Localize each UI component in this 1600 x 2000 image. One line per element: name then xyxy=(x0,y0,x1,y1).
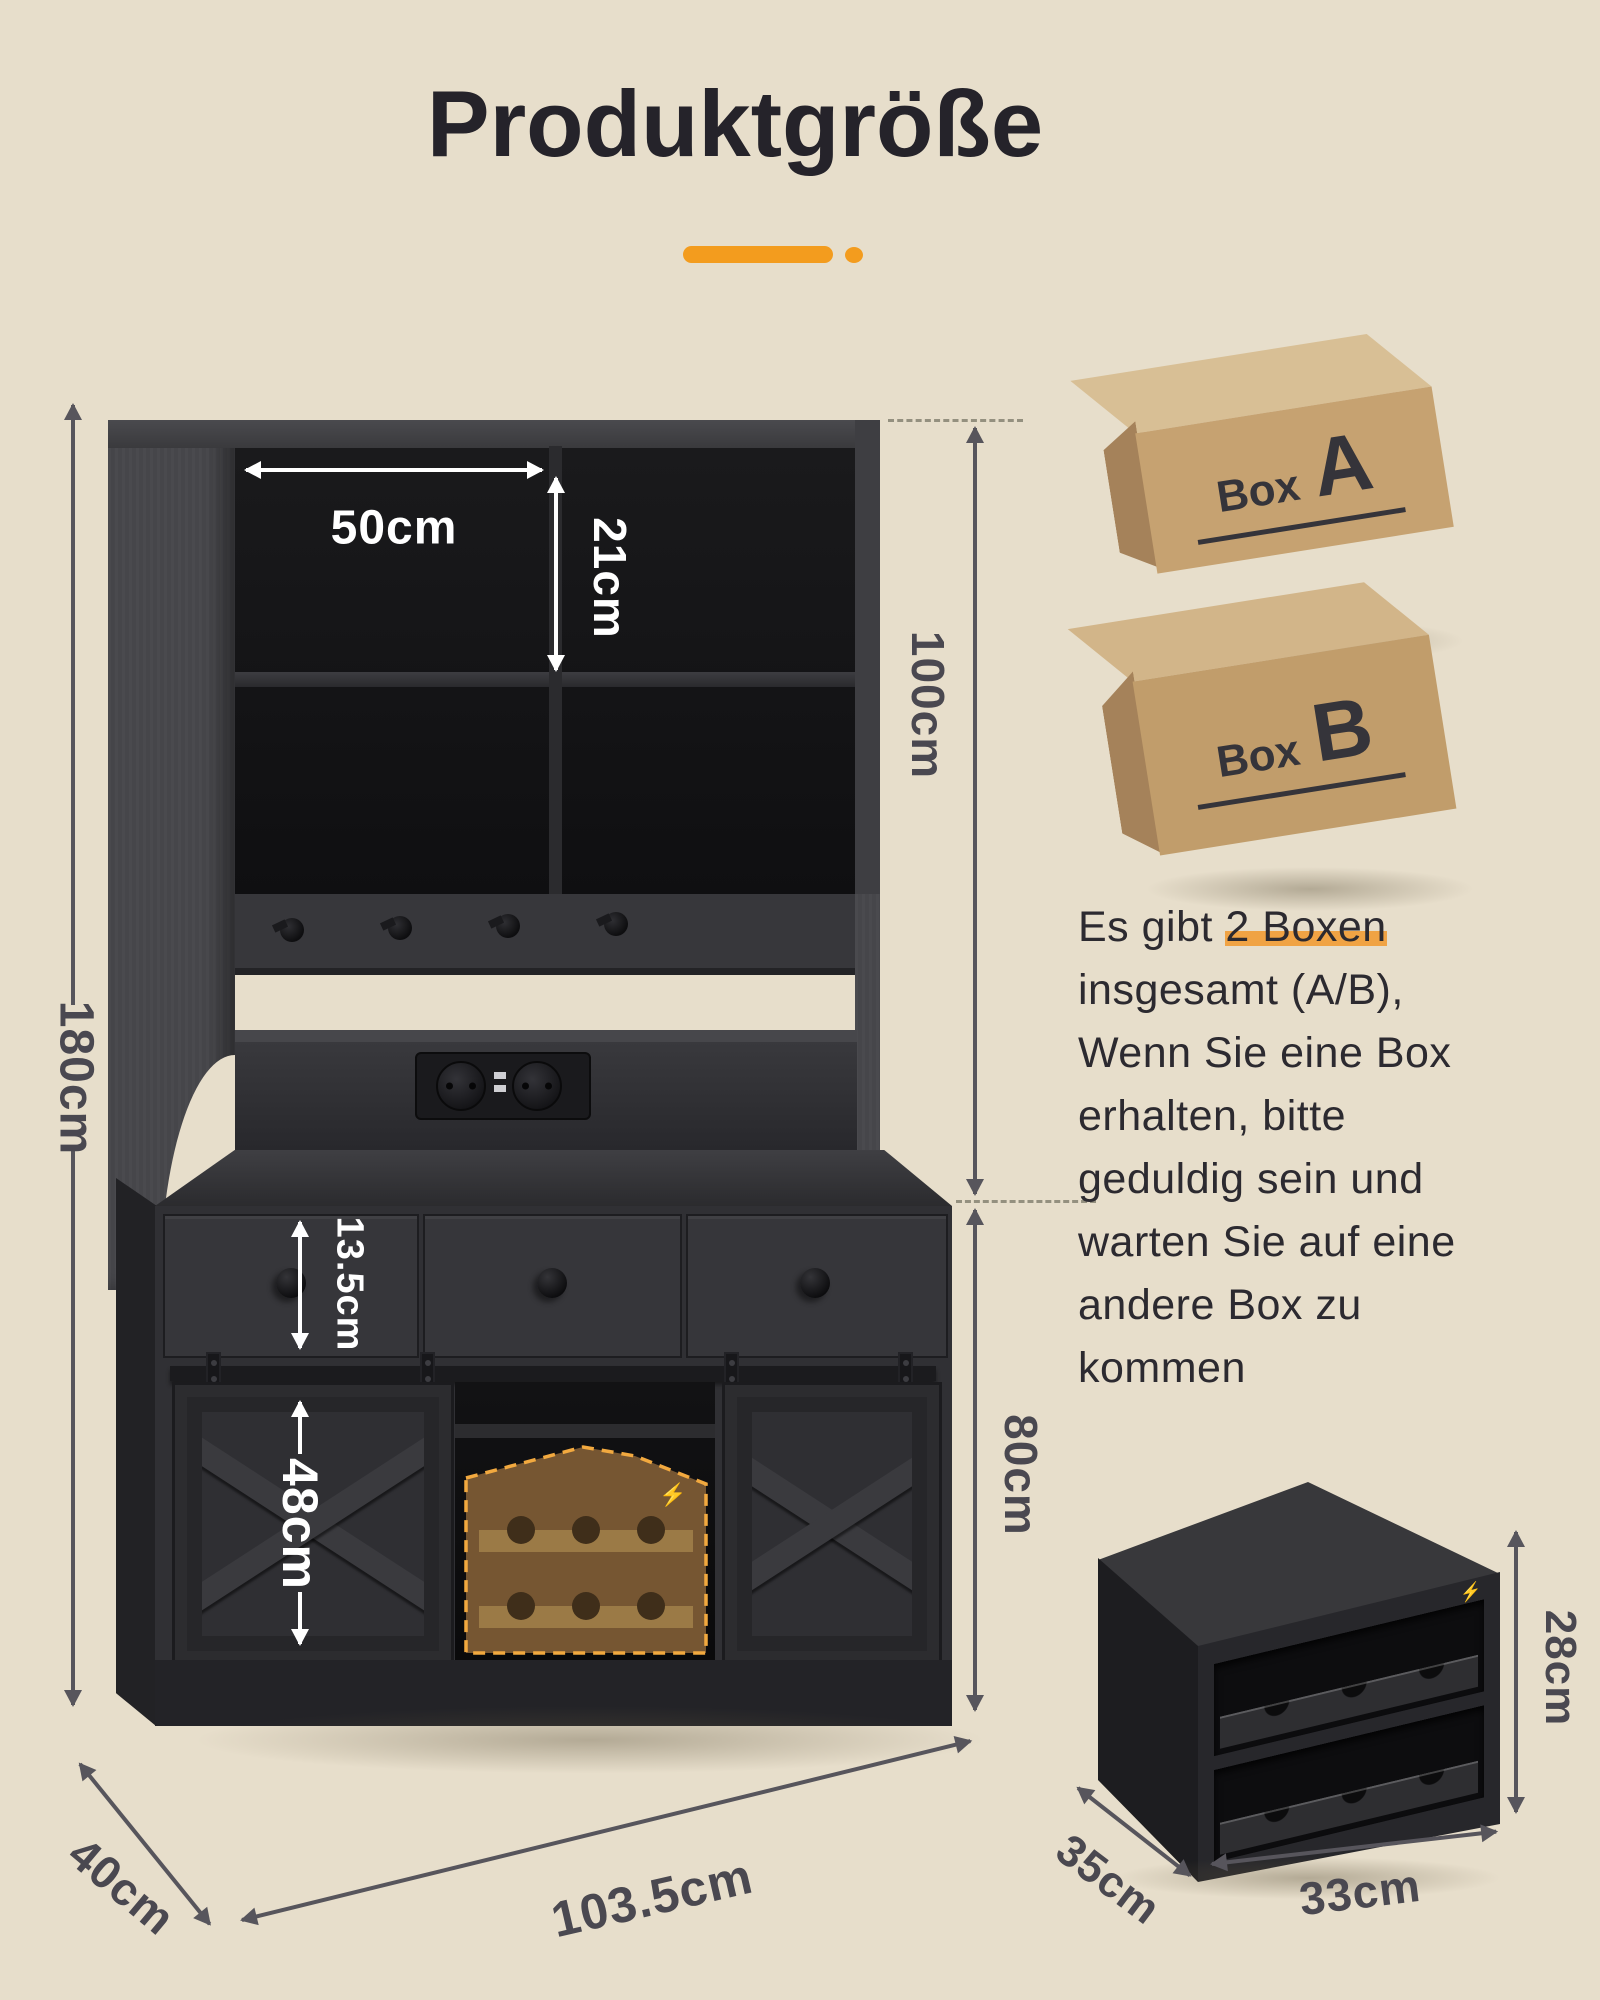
door-height-arrow-top xyxy=(298,1402,302,1454)
hutch-right-support xyxy=(855,894,880,1200)
opening-shelf xyxy=(455,1424,715,1438)
charge-icon: ⚡ xyxy=(659,1482,686,1508)
door-height-label: 48cm xyxy=(272,1458,328,1590)
rack-height-label: 28cm xyxy=(1536,1609,1585,1727)
shelf-height-label: 21cm xyxy=(584,517,636,639)
total-height-label: 180cm xyxy=(49,1000,103,1156)
hutch-mid-shelf xyxy=(235,672,855,687)
box-b: Box B xyxy=(1066,573,1457,864)
hutch-top-dashed-leader xyxy=(888,419,1023,422)
hook-icon xyxy=(604,912,628,936)
barn-door-left xyxy=(172,1382,454,1666)
hutch-height-arrow xyxy=(973,428,977,1194)
base-height-label: 80cm xyxy=(995,1414,1047,1536)
shelf-width-label: 50cm xyxy=(330,501,458,555)
note-paragraph: Es gibt 2 Boxen insgesamt (A/B), Wenn Si… xyxy=(1078,896,1578,1400)
hook-icon xyxy=(388,916,412,940)
total-height-arrow-top xyxy=(71,405,75,1005)
barn-door-x-panel xyxy=(737,1397,927,1651)
drawer-height-label: 13.5cm xyxy=(328,1216,371,1352)
note-line: geduldig sein und xyxy=(1078,1155,1424,1203)
note-text: Es gibt xyxy=(1078,903,1226,951)
door-height-arrow-bottom xyxy=(298,1592,302,1644)
wine-rack-unit: ⚡ xyxy=(1068,1448,1538,1900)
depth-label: 40cm xyxy=(58,1826,186,1946)
box-b-label-prefix: Box xyxy=(1213,725,1304,787)
box-a-label: Box A xyxy=(1209,414,1379,526)
note-line: erhalten, bitte xyxy=(1078,1092,1347,1140)
power-socket-left-icon xyxy=(436,1061,486,1111)
note-line: Wenn Sie eine Box xyxy=(1078,1029,1452,1077)
hook-icon xyxy=(496,914,520,938)
rack-slat xyxy=(1220,1760,1478,1855)
power-socket-right-icon xyxy=(512,1061,562,1111)
width-label: 103.5cm xyxy=(546,1847,758,1949)
hutch-interior xyxy=(235,446,855,894)
barn-door-right xyxy=(722,1382,942,1666)
hutch-top-board xyxy=(108,420,880,448)
wine-rack-highlight: ⚡ xyxy=(464,1445,708,1655)
counter-dashed-leader xyxy=(956,1200,1096,1203)
drawer-height-arrow xyxy=(298,1222,302,1348)
hook-icon xyxy=(280,918,304,942)
rack-height-arrow xyxy=(1514,1532,1518,1812)
box-b-label: Box B xyxy=(1209,679,1379,791)
hutch-height-label: 100cm xyxy=(902,630,954,780)
drawer-knob xyxy=(800,1268,830,1298)
hutch-right-board xyxy=(855,420,880,894)
hooks-rail xyxy=(235,894,880,975)
counter-top xyxy=(155,1150,952,1206)
base-left-side-panel xyxy=(116,1178,156,1726)
barn-door-rail xyxy=(170,1366,936,1381)
note-line: andere Box zu xyxy=(1078,1281,1362,1329)
shelf-height-arrow xyxy=(554,478,558,670)
usb-port-icon xyxy=(494,1085,506,1092)
base-height-arrow xyxy=(973,1210,977,1710)
box-a-label-letter: A xyxy=(1305,414,1379,514)
title-accent-dot xyxy=(845,247,863,263)
usb-port-icon xyxy=(494,1072,506,1079)
box-a: Box A xyxy=(1068,325,1454,582)
note-line: warten Sie auf eine xyxy=(1078,1218,1456,1266)
box-a-label-prefix: Box xyxy=(1213,460,1304,522)
base-shadow xyxy=(180,1705,1000,1775)
shelf-width-arrow xyxy=(246,468,542,472)
note-line: insgesamt (A/B), xyxy=(1078,966,1404,1014)
note-line: Es gibt 2 Boxen xyxy=(1078,896,1578,959)
page-title: Produktgröße xyxy=(426,71,1044,176)
drawer-knob xyxy=(537,1268,567,1298)
hutch-left-panel xyxy=(108,420,235,1290)
box-b-label-letter: B xyxy=(1305,679,1379,779)
total-height-arrow-bottom xyxy=(71,1150,75,1705)
note-line: kommen xyxy=(1078,1344,1246,1392)
note-highlighted-text: 2 Boxen xyxy=(1225,903,1387,951)
title-accent-bar xyxy=(683,246,833,263)
plinth xyxy=(155,1660,952,1726)
barn-door-x-panel xyxy=(187,1397,439,1651)
